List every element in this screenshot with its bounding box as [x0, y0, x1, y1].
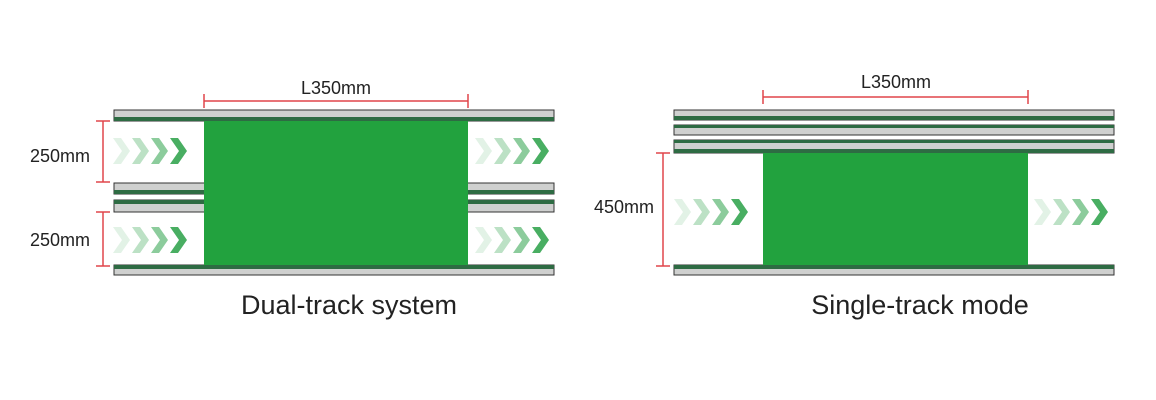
dual-lane-dimension-bottom: 250mm — [30, 211, 110, 267]
single-width-label: 450mm — [594, 197, 654, 217]
single-track-diagram: L350mm 450mm — [594, 72, 1115, 320]
single-rails — [673, 109, 1115, 276]
chevron-arrows-icon — [1034, 199, 1108, 225]
chevron-arrows-icon — [674, 199, 748, 225]
single-length-label: L350mm — [861, 72, 931, 92]
dual-lane-label-top: 250mm — [30, 146, 90, 166]
chevron-arrows-icon — [475, 138, 549, 164]
dual-track-caption: Dual-track system — [241, 290, 457, 320]
single-product-block — [763, 153, 1028, 265]
single-track-caption: Single-track mode — [811, 290, 1029, 320]
dual-product-block — [204, 121, 468, 265]
chevron-arrows-icon — [113, 138, 187, 164]
dual-lane-dimension-top: 250mm — [30, 120, 110, 183]
dual-length-label: L350mm — [301, 78, 371, 98]
dual-length-dimension: L350mm — [203, 78, 469, 108]
single-width-dimension: 450mm — [594, 152, 670, 267]
single-length-dimension: L350mm — [762, 72, 1029, 104]
dual-track-diagram: L350mm 250mm 250mm — [30, 78, 555, 320]
dual-lane-label-bottom: 250mm — [30, 230, 90, 250]
chevron-arrows-icon — [475, 227, 549, 253]
chevron-arrows-icon — [113, 227, 187, 253]
